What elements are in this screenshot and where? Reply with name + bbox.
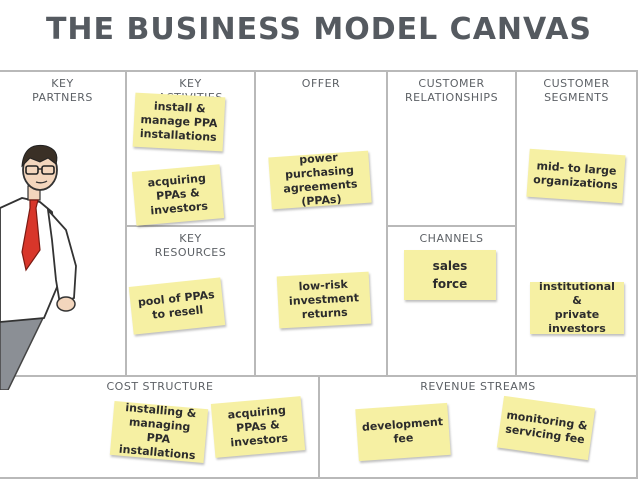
grid-divider-4 bbox=[515, 70, 517, 376]
note-power-purchasing: power purchasing agreements (PPAs) bbox=[268, 150, 372, 210]
label-customer-relationships: CUSTOMER RELATIONSHIPS bbox=[404, 77, 499, 104]
grid-divider-3 bbox=[386, 70, 388, 376]
note-installing-managing: installing & managing PPA installations bbox=[109, 401, 209, 463]
label-key-partners: KEY PARTNERS bbox=[32, 77, 93, 104]
note-monitoring-fee: monitoring & servicing fee bbox=[496, 395, 596, 461]
note-acquiring-investors: acquiring PPAs & investors bbox=[210, 396, 306, 458]
note-low-risk: low-risk investment returns bbox=[276, 271, 372, 329]
note-install-manage: install & manage PPA installations bbox=[132, 92, 226, 152]
label-offer: OFFER bbox=[301, 77, 341, 90]
businessman-illustration bbox=[0, 144, 77, 390]
label-channels: CHANNELS bbox=[419, 232, 484, 245]
note-sales-force: sales force bbox=[404, 250, 496, 300]
grid-bottom-divider bbox=[318, 375, 320, 479]
label-revenue-streams: REVENUE STREAMS bbox=[420, 380, 536, 393]
note-acquiring-ppas: acquiring PPAs & investors bbox=[131, 164, 225, 226]
note-institutional: institutional & private investors bbox=[530, 280, 624, 335]
note-mid-to-large: mid- to large organizations bbox=[526, 148, 626, 204]
grid-top-border bbox=[0, 70, 638, 72]
grid-key-resources-top bbox=[125, 225, 256, 227]
note-pool-of-ppas: pool of PPAs to resell bbox=[128, 277, 226, 335]
grid-divider-1 bbox=[125, 70, 127, 376]
note-development-fee: development fee bbox=[355, 402, 451, 462]
grid-channels-top bbox=[386, 225, 517, 227]
label-cost-structure: COST STRUCTURE bbox=[106, 380, 214, 393]
label-key-resources: KEY RESOURCES bbox=[154, 232, 227, 259]
canvas-title: THE BUSINESS MODEL CANVAS bbox=[45, 12, 593, 47]
grid-right-border bbox=[636, 70, 638, 479]
grid-divider-2 bbox=[254, 70, 256, 376]
label-customer-segments: CUSTOMER SEGMENTS bbox=[543, 77, 610, 104]
